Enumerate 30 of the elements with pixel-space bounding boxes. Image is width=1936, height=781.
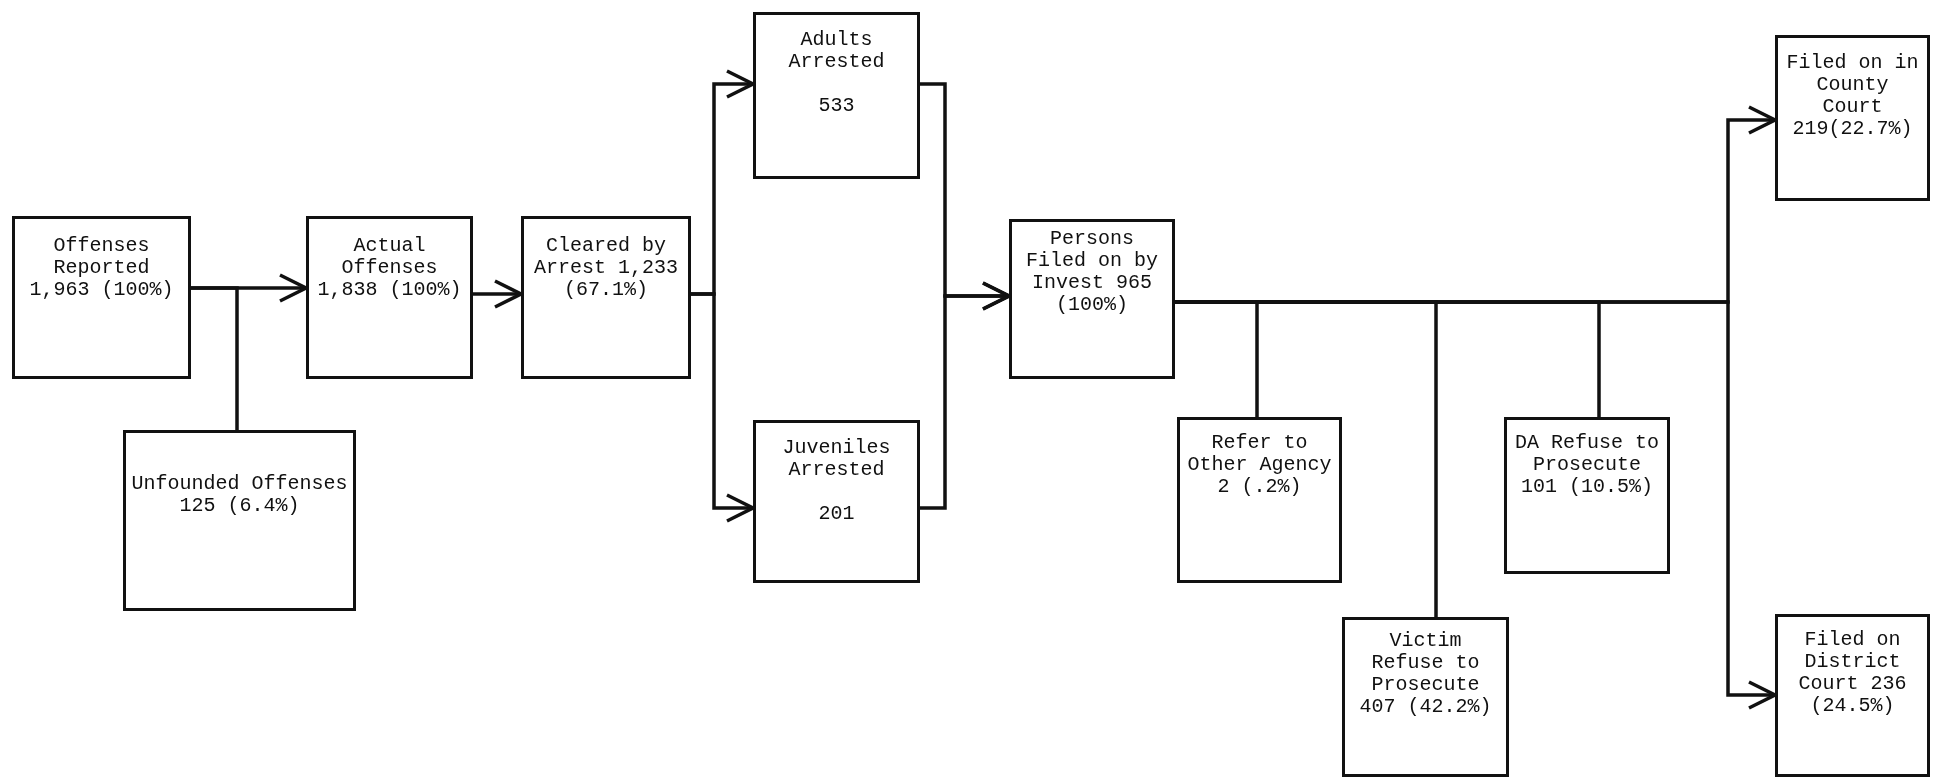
arrow (473, 279, 523, 309)
box-text: Juveniles Arrested (781, 437, 892, 481)
box-text: Refer to Other Agency 2 (.2%) (1186, 432, 1333, 498)
box-text: 201 (817, 503, 856, 525)
process-box (753, 420, 920, 583)
process-box (306, 216, 473, 379)
process-box (1775, 35, 1930, 201)
process-box (12, 216, 191, 379)
process-box (1504, 417, 1670, 574)
arrow (691, 292, 755, 523)
arrow (920, 281, 1011, 510)
process-box (1342, 617, 1509, 777)
connector-line (191, 286, 239, 430)
box-text: Unfounded Offenses 125 (6.4%) (130, 473, 349, 517)
process-box (1775, 614, 1930, 777)
process-box (1009, 219, 1175, 379)
box-text: Persons Filed on by Invest 965 (100%) (1025, 228, 1159, 316)
process-box (753, 12, 920, 179)
process-box (1177, 417, 1342, 583)
box-text: Cleared by Arrest 1,233 (67.1%) (533, 235, 679, 301)
box-text: Filed on District Court 236 (24.5%) (1797, 629, 1908, 717)
process-box (521, 216, 691, 379)
process-box (123, 430, 356, 611)
box-text: Filed on in County Court 219(22.7%) (1785, 52, 1920, 140)
box-text: Adults Arrested (787, 29, 886, 73)
box-text: 533 (817, 95, 856, 117)
box-text: Victim Refuse to Prosecute 407 (42.2%) (1358, 630, 1493, 718)
box-text: Offenses Reported 1,963 (100%) (28, 235, 175, 301)
box-text: DA Refuse to Prosecute 101 (10.5%) (1514, 432, 1660, 498)
box-text: Actual Offenses 1,838 (100%) (316, 235, 463, 301)
